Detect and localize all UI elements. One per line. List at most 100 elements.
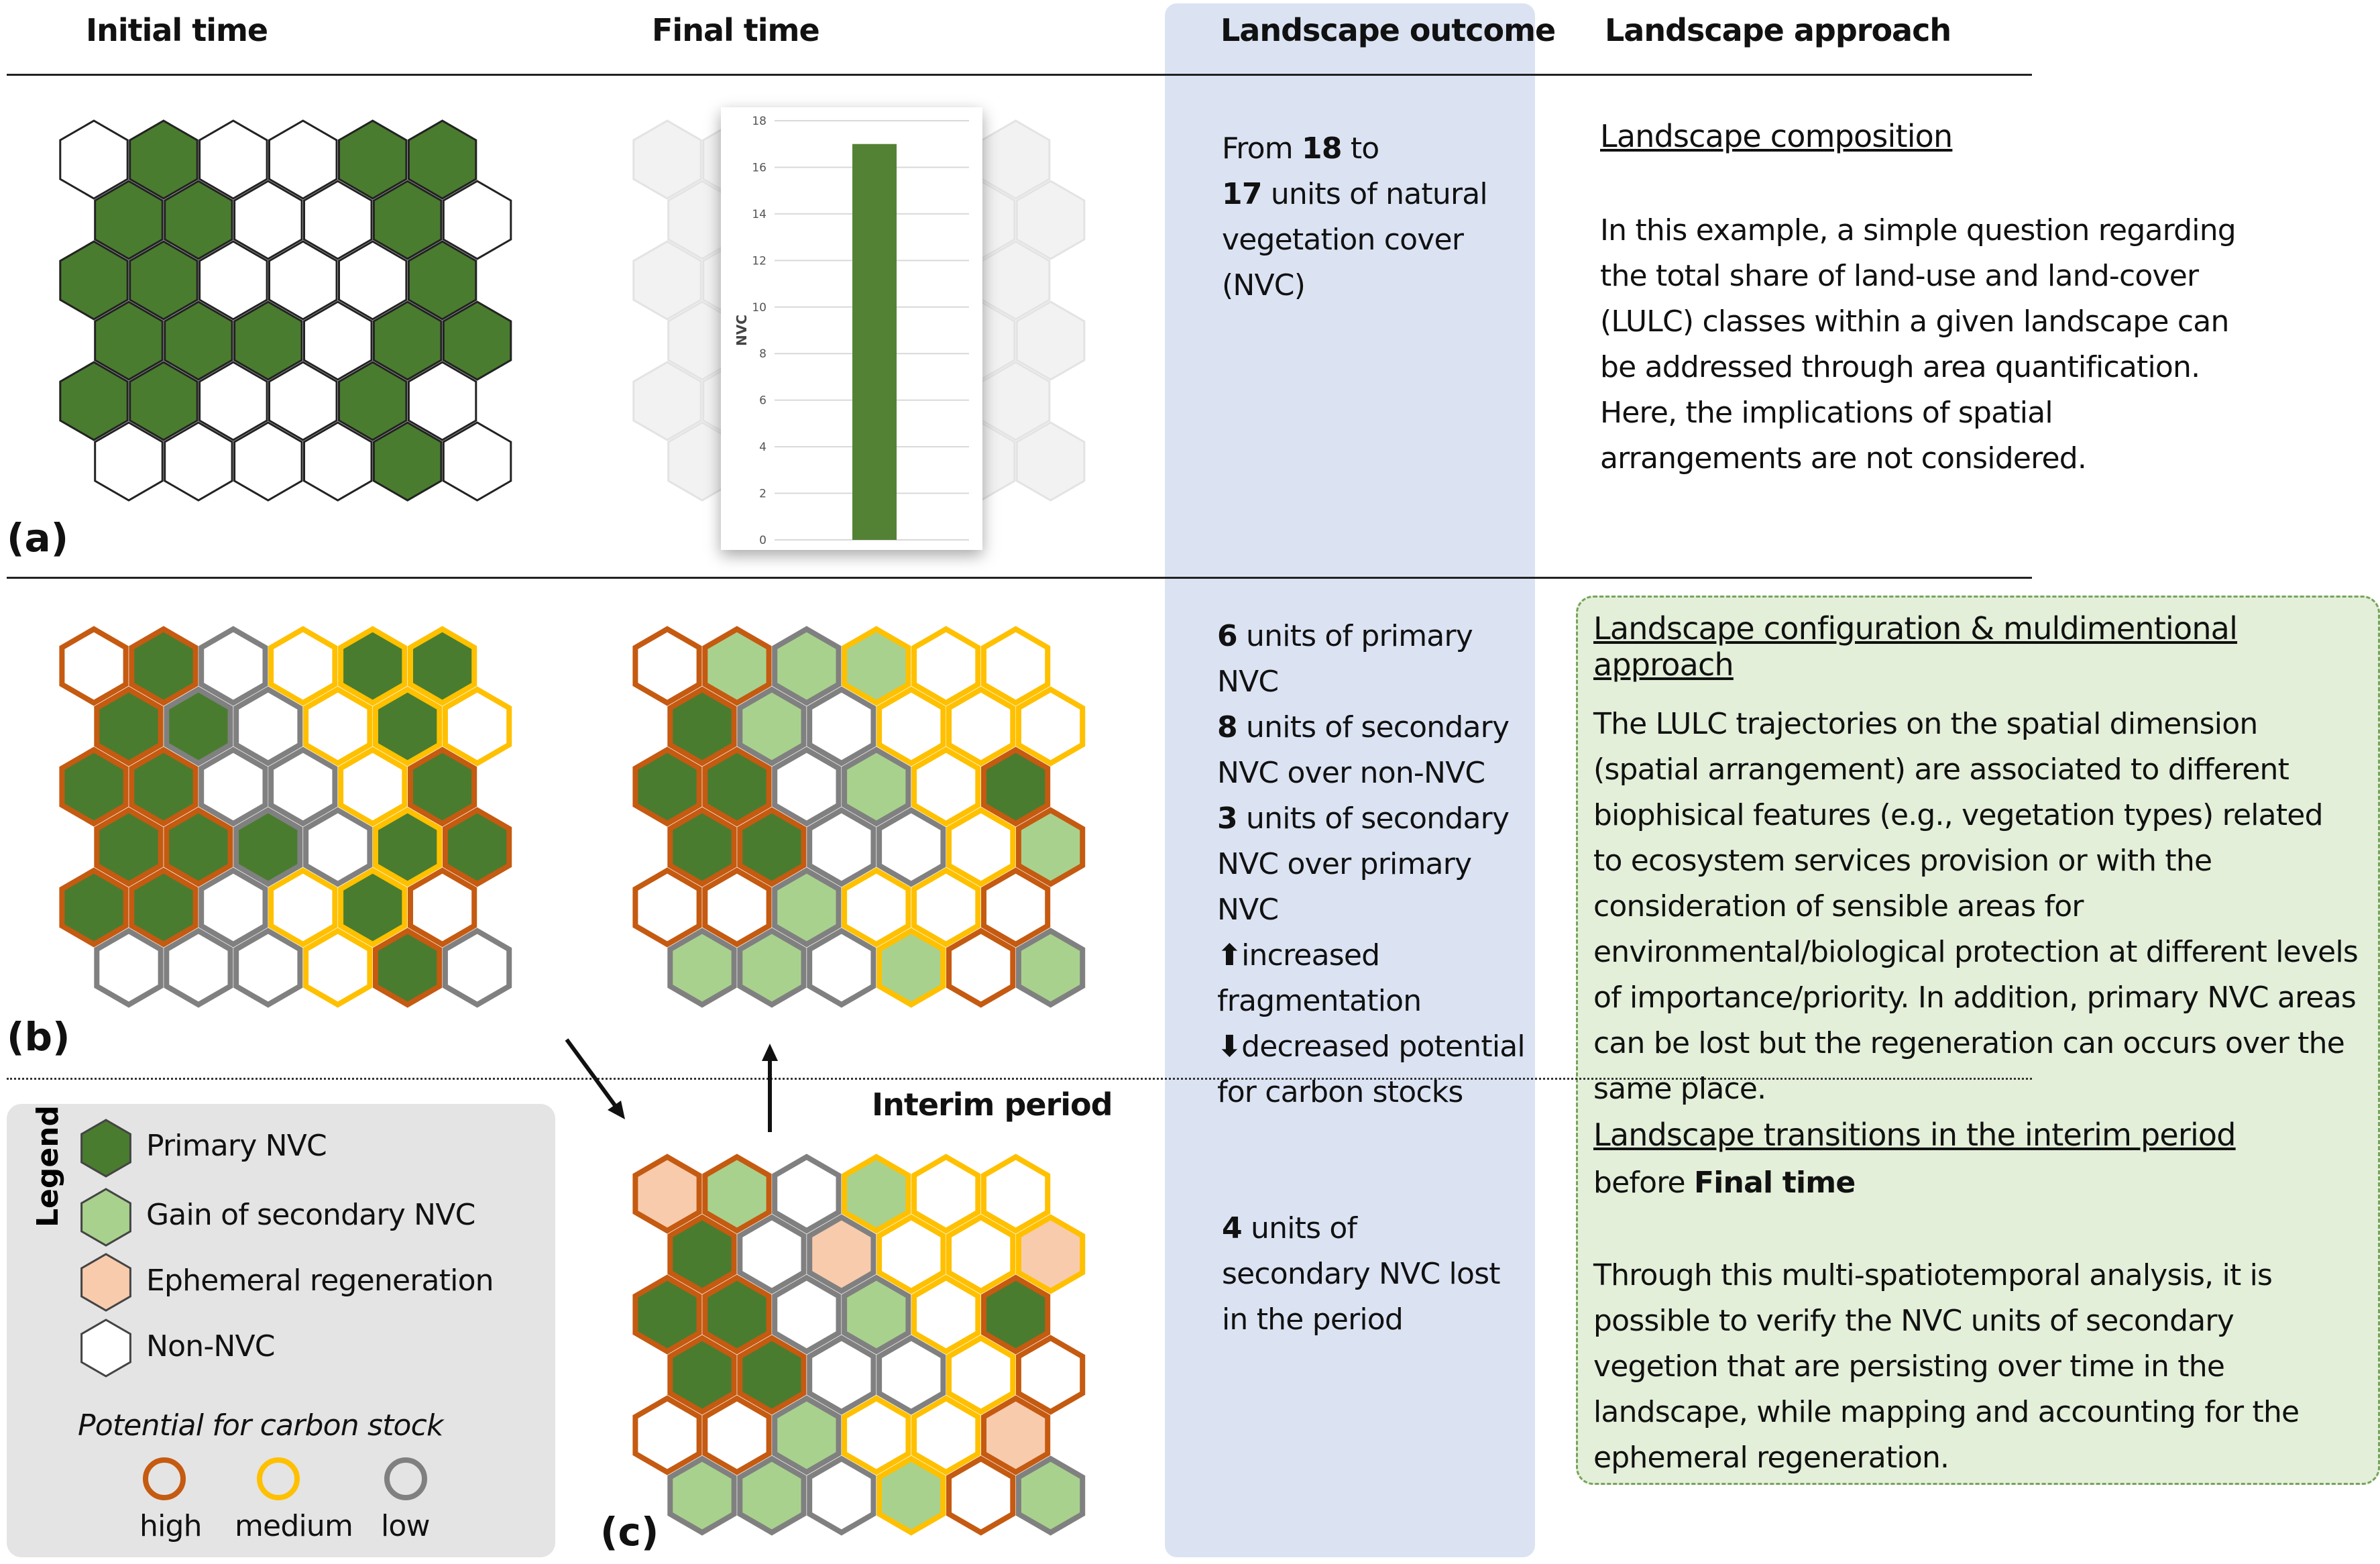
hex-cell [876,928,946,1008]
legend-item-secondary: Gain of secondary NVC [146,1198,475,1232]
hex-cell [876,1214,946,1294]
hex-cell [303,928,373,1008]
hex-cell [442,807,512,887]
hex-cell [737,1214,807,1294]
hex-cell [94,928,164,1008]
hex-cell [911,626,981,706]
hex-cell [372,421,443,502]
hex-cell [268,361,338,441]
hex-cell [164,686,233,767]
header-final-time: Final time [652,12,820,48]
hex-cell [199,240,268,321]
hex-cell [94,686,164,767]
hex-cell [807,1455,876,1536]
header-landscape-approach: Landscape approach [1605,12,1951,48]
hex-cell [807,1214,876,1294]
chart-y-tick-label: 2 [759,488,767,501]
hex-cell [772,1395,842,1475]
hex-cell [737,928,807,1008]
hex-cell [233,807,303,887]
hex-cell [772,626,842,706]
hex-cell [59,626,129,706]
legend-swatches [80,1119,131,1378]
hex-cell [807,1335,876,1415]
hex-cell [911,1274,981,1355]
hex-cell [372,180,443,260]
hex-cell [842,1274,911,1355]
hex-cell [199,361,268,441]
approach-a-body: In this example, a simple question regar… [1600,213,2236,476]
hex-cell [911,867,981,948]
multidimensional-approach-box [1576,596,2380,1485]
hex-cell [442,300,512,381]
hex-cell [303,686,373,767]
hex-cell [59,119,129,200]
hex-cell [268,240,338,321]
hex-cell [338,240,408,321]
legend-ring-high [143,1457,186,1500]
panel-label-c: (c) [600,1509,659,1555]
hex-cell [981,626,1051,706]
hex-cell [946,1455,1016,1536]
hex-cell [1015,1335,1086,1415]
hex-cell [303,807,373,887]
chart-y-tick-label: 4 [759,441,767,454]
legend-item-ephemeral: Ephemeral regeneration [146,1264,494,1298]
hex-cell [772,1154,842,1234]
hex-cell [268,867,338,948]
hex-cell [946,807,1016,887]
hex-cell [667,928,737,1008]
hex-cell [94,807,164,887]
hex-cell [233,686,303,767]
hex-cell [632,1395,702,1475]
hex-cell [164,180,233,260]
legend-carbon-high: high [139,1509,203,1543]
hex-cell [442,928,512,1008]
landscape-outcome-column [1165,3,1535,1557]
hex-cell [807,807,876,887]
hex-cell [737,686,807,767]
hex-cell [911,1154,981,1234]
hex-cell [842,1154,911,1234]
chart-card [721,107,982,550]
hex-cell [667,1214,737,1294]
outcome-b: 6 units of primary NVC 8 units of second… [1217,619,1526,1109]
approach-c-body: Through this multi-spatiotemporal analys… [1593,1258,2300,1475]
hex-cell [129,361,199,441]
hex-cell [407,361,477,441]
hex-cell [981,1154,1051,1234]
hex-cell [632,361,702,441]
hex-cell [702,1154,772,1234]
chart-y-tick-label: 6 [759,394,767,408]
panel-label-a: (a) [7,515,69,561]
hex-cell [876,1455,946,1536]
hex-cell [59,746,129,827]
hex-cell [946,1335,1016,1415]
legend-carbon-medium: medium [235,1509,353,1543]
hex-cell [842,626,911,706]
hex-cell [303,421,373,502]
header-landscape-outcome: Landscape outcome [1221,12,1556,48]
hex-cell [442,180,512,260]
hex-cell [233,300,303,381]
hex-cell [442,421,512,502]
svg-text:Legend: Legend [31,1105,65,1227]
hex-grid-a-initial [59,119,512,502]
hex-cell [1015,807,1086,887]
hex-cell [338,119,408,200]
hex-cell [1015,928,1086,1008]
hex-cell [303,180,373,260]
chart-y-tick-label: 0 [759,534,767,547]
hex-cell [842,746,911,827]
hex-cell [981,746,1051,827]
hex-cell [408,867,477,948]
hex-cell [164,300,233,381]
hex-cell [702,867,772,948]
hex-cell [981,1395,1051,1475]
hex-cell [632,240,702,321]
hex-grid-b-initial [59,626,512,1008]
hex-cell [946,686,1016,767]
hex-cell [772,1274,842,1355]
hex-cell [408,626,477,706]
hex-cell [129,119,199,200]
